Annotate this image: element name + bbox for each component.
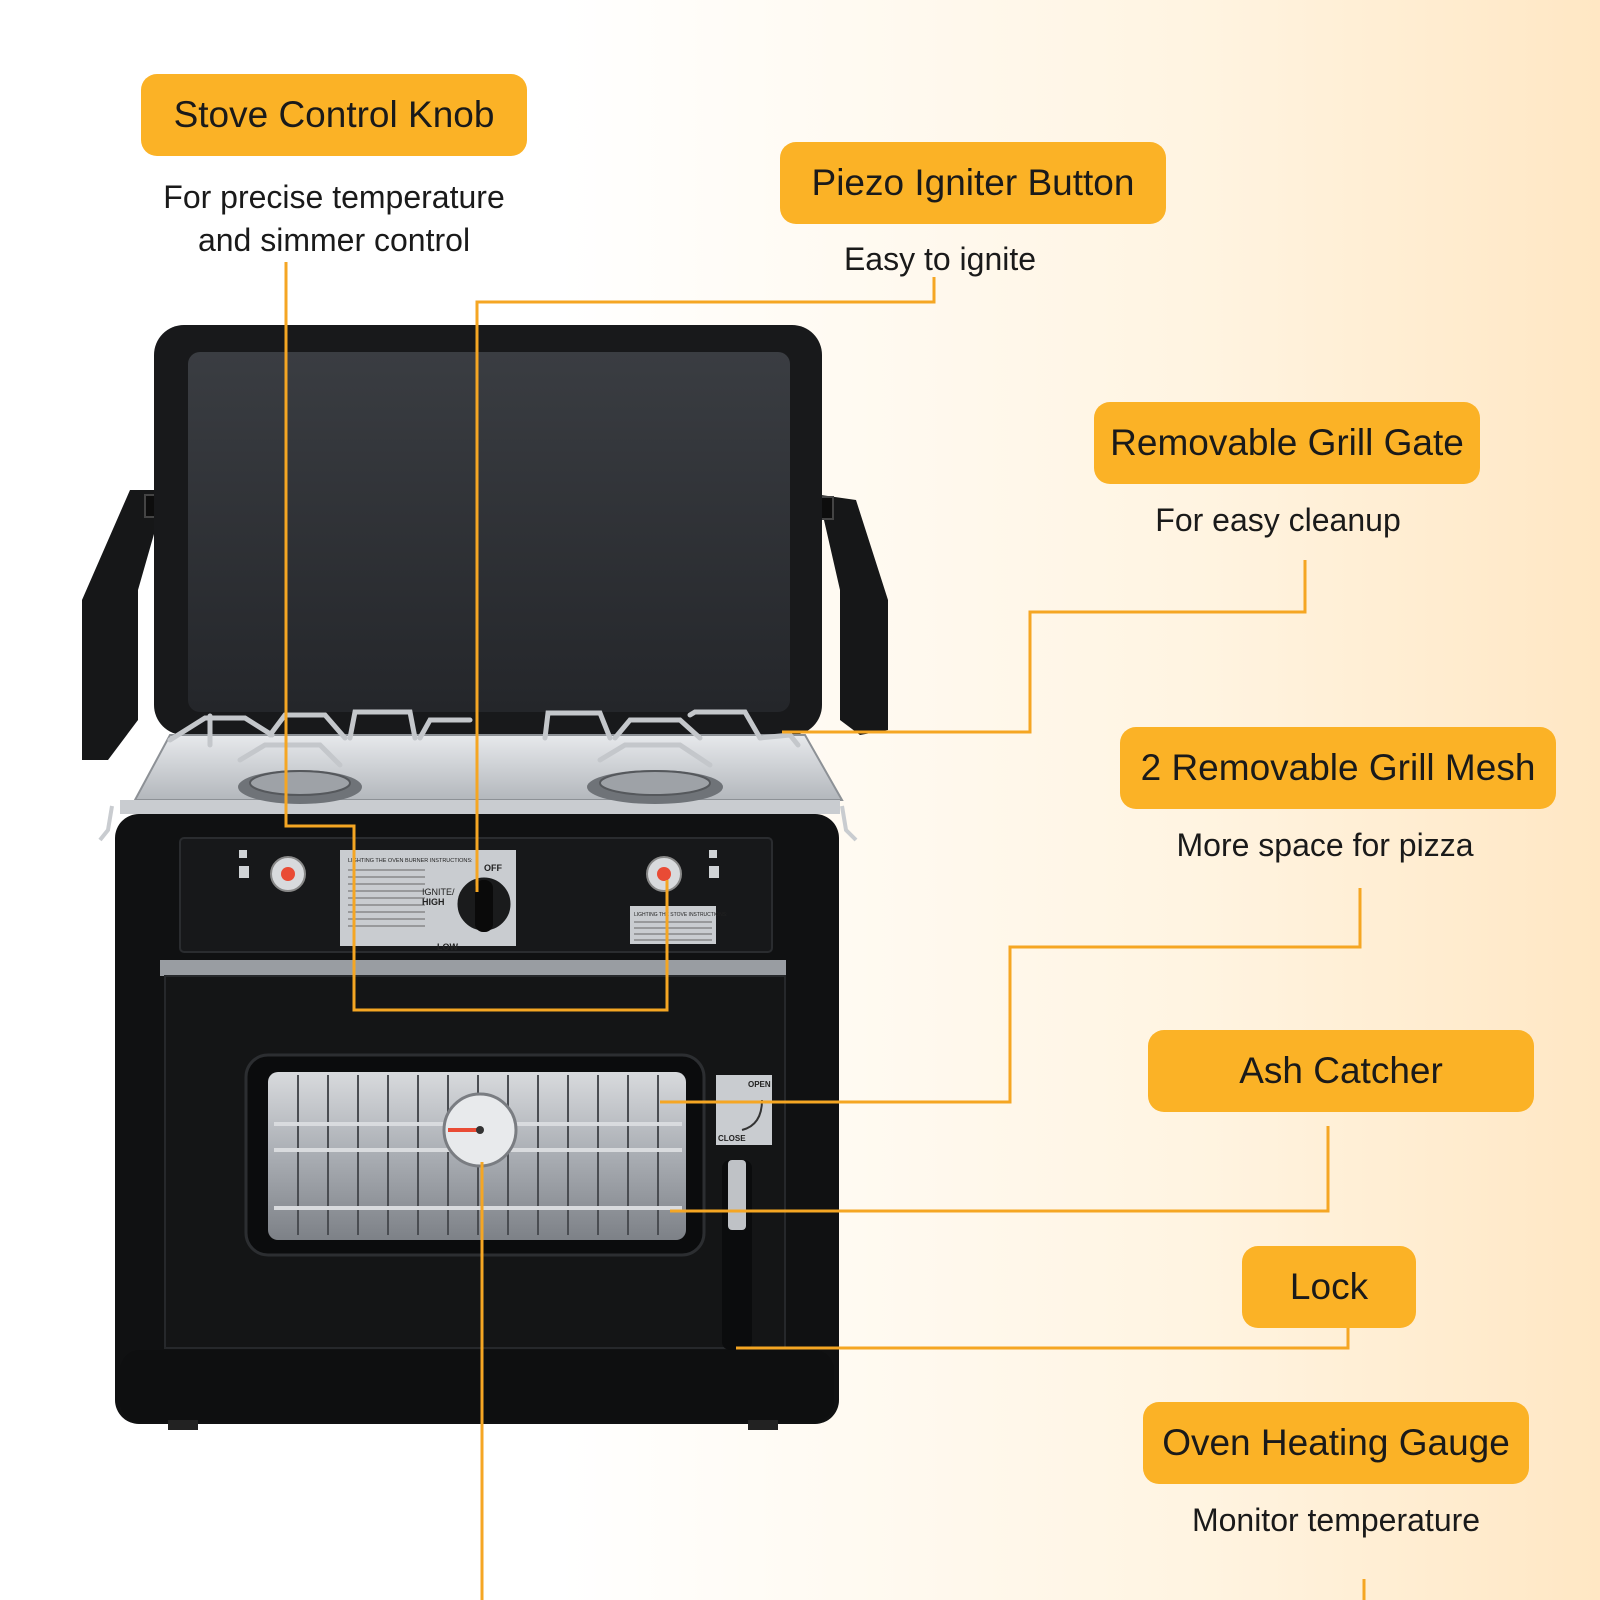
svg-text:LOW: LOW xyxy=(437,942,458,952)
svg-text:OPEN: OPEN xyxy=(748,1080,771,1089)
knob-desc-line-2: and simmer control xyxy=(197,222,471,258)
piezo-igniter-description: Easy to ignite xyxy=(843,241,1037,277)
svg-text:HIGH: HIGH xyxy=(422,897,445,907)
stove-control-knob-label: Stove Control Knob xyxy=(141,74,527,156)
stove-control-knob-description: For precise temperature and simmer contr… xyxy=(141,176,527,262)
left-burner xyxy=(238,770,362,804)
right-stove-knob[interactable] xyxy=(646,856,682,892)
svg-text:IGNITE/: IGNITE/ xyxy=(422,887,455,897)
grill-mesh-label: 2 Removable Grill Mesh xyxy=(1120,727,1556,809)
igniter-buttons[interactable] xyxy=(239,850,719,878)
leader-lines xyxy=(284,262,1366,1600)
ash-catcher-label: Ash Catcher xyxy=(1148,1030,1534,1112)
piezo-igniter-button-label: Piezo Igniter Button xyxy=(780,142,1166,224)
door-lock-handle[interactable] xyxy=(722,1160,752,1350)
stove-lid xyxy=(154,325,822,735)
cooktop-tray xyxy=(120,734,844,814)
svg-text:CLOSE: CLOSE xyxy=(718,1134,746,1143)
right-burner xyxy=(587,770,723,804)
door-lock-plate: OPEN CLOSE xyxy=(716,1075,772,1145)
oven-heating-gauge-label: Oven Heating Gauge xyxy=(1143,1402,1529,1484)
lock-label: Lock xyxy=(1242,1246,1416,1328)
removable-grill-gate-label: Removable Grill Gate xyxy=(1094,402,1480,484)
left-stove-knob[interactable] xyxy=(270,856,306,892)
svg-text:OFF: OFF xyxy=(484,863,502,873)
oven-heating-gauge-dial xyxy=(442,1092,518,1168)
svg-text:LIGHTING THE OVEN BURNER INSTR: LIGHTING THE OVEN BURNER INSTRUCTIONS: xyxy=(348,858,473,864)
oven-control-knob[interactable] xyxy=(454,874,514,934)
oven-heating-gauge-description: Monitor temperature xyxy=(1191,1502,1481,1538)
removable-grill-gate-description: For easy cleanup xyxy=(1155,502,1401,538)
svg-text:LIGHTING THE STOVE INSTRUCTION: LIGHTING THE STOVE INSTRUCTIONS: xyxy=(634,912,727,918)
grill-mesh-description: More space for pizza xyxy=(1176,827,1474,863)
knob-desc-line-1: For precise temperature xyxy=(163,179,505,215)
side-latches xyxy=(98,805,858,842)
grill-grate xyxy=(167,709,801,768)
